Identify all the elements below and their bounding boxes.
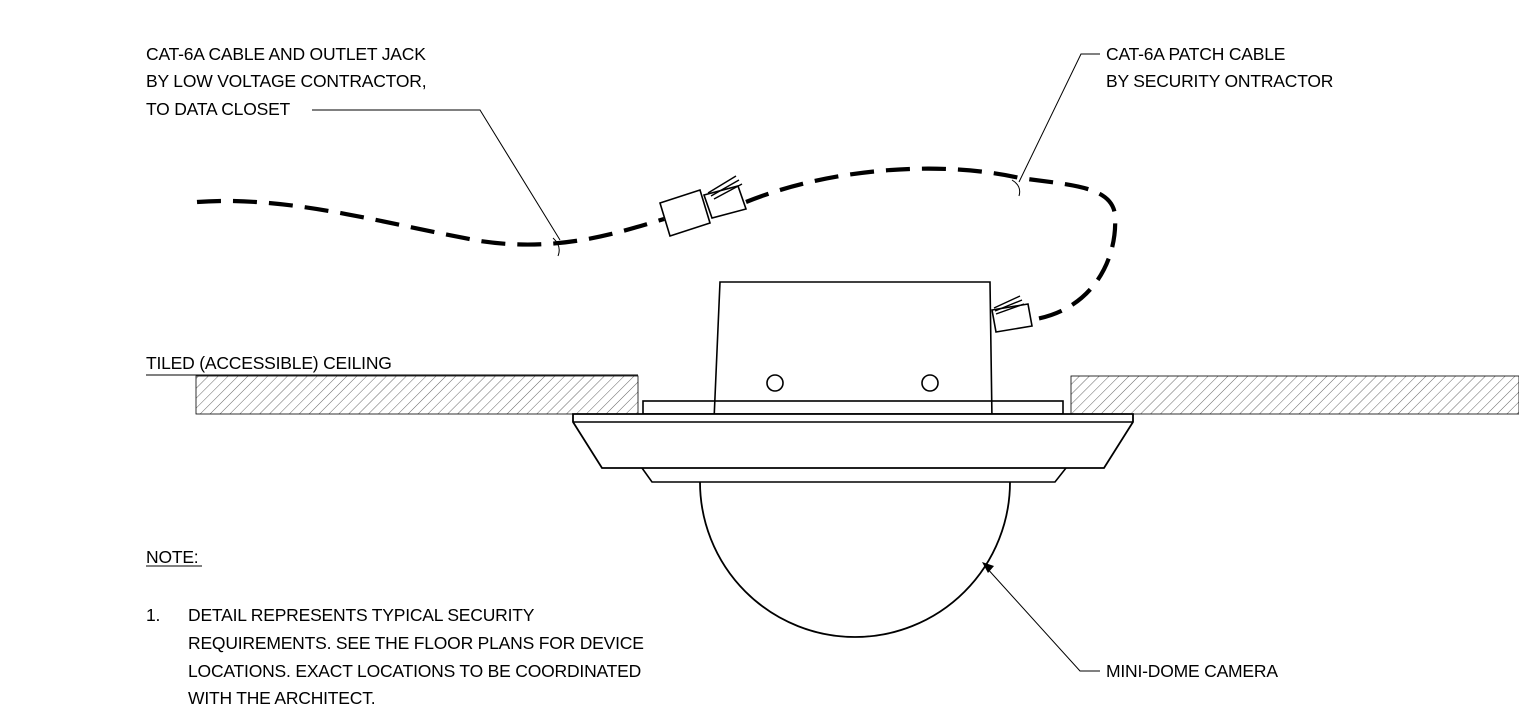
note-item-line-1: DETAIL REPRESENTS TYPICAL SECURITY [188,605,535,625]
outlet-cable-callout-line-2: BY LOW VOLTAGE CONTRACTOR, [146,71,426,91]
patch-cable-callout: CAT-6A PATCH CABLE BY SECURITY ONTRACTOR [1106,44,1333,91]
leader-patch-cable [1011,53,1100,197]
dome-bezel [641,467,1067,483]
mounting-screw-left [766,374,784,392]
dome-lens [699,481,1011,638]
note-item-line-2: REQUIREMENTS. SEE THE FLOOR PLANS FOR DE… [188,633,644,653]
camera-callout: MINI-DOME CAMERA [1106,661,1278,681]
patch-cable-callout-line-2: BY SECURITY ONTRACTOR [1106,71,1333,91]
notes-heading: NOTE: [146,547,198,567]
outlet-cable-callout-line-1: CAT-6A CABLE AND OUTLET JACK [146,44,426,64]
note-item-line-3: LOCATIONS. EXACT LOCATIONS TO BE COORDIN… [188,661,641,681]
outlet-cable-callout-line-3: TO DATA CLOSET [146,99,291,119]
camera-back-box [713,281,993,421]
outlet-cable-callout: CAT-6A CABLE AND OUTLET JACK BY LOW VOLT… [146,44,431,119]
note-item-text: DETAIL REPRESENTS TYPICAL SECURITY REQUI… [188,605,648,708]
camera-assembly [572,281,1134,638]
notes-block: NOTE: 1. DETAIL REPRESENTS TYPICAL SECUR… [146,547,648,708]
mounting-plate [642,400,1064,415]
leader-camera [982,562,1100,672]
outlet-jack-connector [659,175,748,238]
note-item-number: 1. [146,605,160,625]
outlet-cable [196,198,665,247]
patch-cable-callout-line-1: CAT-6A PATCH CABLE [1106,44,1285,64]
ceiling-callout: TILED (ACCESSIBLE) CEILING [146,353,392,373]
patch-plug-connector [991,295,1033,333]
ceiling-tile-left [195,375,639,415]
mounting-screw-right [921,374,939,392]
note-item-line-4: WITH THE ARCHITECT. [188,688,375,708]
leader-outlet-cable [312,109,561,257]
patch-cable [745,166,1118,323]
ceiling-tile-right [1070,375,1519,415]
